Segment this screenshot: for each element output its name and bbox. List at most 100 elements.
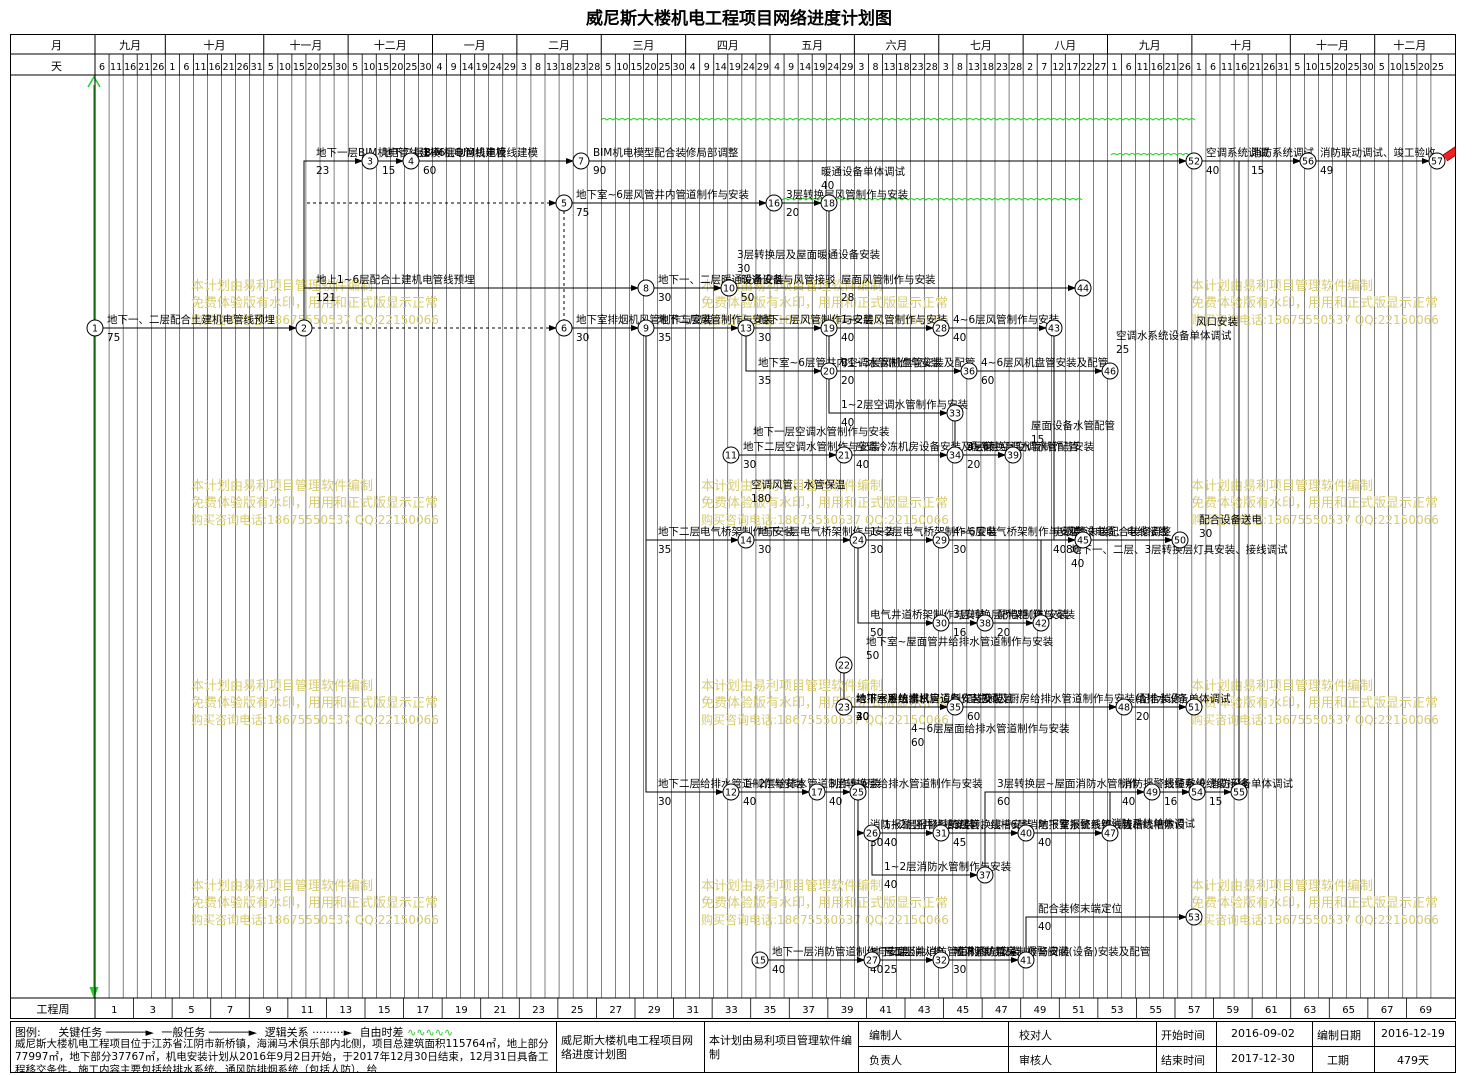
task-duration: 40 [1071, 558, 1084, 570]
task-label: 电缆、电线接线 [1095, 525, 1169, 538]
day-label: 3 [521, 62, 527, 73]
event-node [863, 951, 881, 969]
day-label: 16 [124, 62, 136, 73]
event-node-label: 28 [935, 324, 947, 335]
watermark-line1: 本计划由易利项目管理软件编制 [701, 479, 883, 494]
week-label: 15 [378, 1005, 391, 1016]
event-node [835, 698, 853, 716]
task-arrow [857, 548, 934, 626]
day-label: 10 [616, 62, 628, 73]
month-label: 八月 [1054, 39, 1076, 52]
task-label: BIM机电模型配合装修局部调整 [593, 146, 739, 159]
compile-date-value-cell: 2016-12-19 [1375, 1022, 1455, 1047]
task-duration: 15 [1031, 434, 1044, 446]
day-label: 14 [799, 62, 811, 73]
event-node-label: 27 [866, 956, 878, 967]
week-label: 31 [686, 1005, 699, 1016]
duration-value-cell: 479天 [1375, 1047, 1455, 1072]
watermark-line1: 本计划由易利项目管理软件编制 [1191, 679, 1373, 694]
task-duration: 40 [856, 459, 869, 471]
task-duration: 30 [658, 292, 671, 304]
task-label: 电气井道桥架制作与安装 [870, 608, 986, 621]
week-label: 27 [609, 1005, 622, 1016]
event-node [835, 656, 853, 674]
event-node [1185, 698, 1203, 716]
day-label: 13 [883, 62, 895, 73]
task-label: 4~6层风机盘管安装及配管 [981, 356, 1108, 369]
day-label: 9 [704, 62, 710, 73]
watermark-line1: 本计划由易利项目管理软件编制 [191, 679, 373, 694]
event-node-label: 40 [1020, 829, 1032, 840]
watermark-line3: 购买咨询电话:18675550537 QQ:22150066 [191, 512, 439, 527]
task-duration: 35 [658, 332, 671, 344]
month-label: 四月 [717, 39, 739, 52]
event-node-label: 12 [725, 788, 737, 799]
task-duration: 40 [884, 837, 897, 849]
week-label: 9 [265, 1005, 271, 1016]
task-duration: 30 [953, 544, 966, 556]
task-duration: 23 [316, 165, 329, 177]
task-label: 给排水设备单体调试 [1136, 692, 1231, 705]
task-duration: 30 [737, 263, 750, 275]
event-node-label: 42 [1035, 619, 1047, 630]
end-label: 结束时间 [1161, 1054, 1205, 1067]
task-label: 3层转换层风管制作与安装 [786, 188, 909, 201]
event-node-label: 18 [823, 199, 835, 210]
task-arrow [645, 336, 724, 795]
day-label: 18 [898, 62, 910, 73]
footer-panel: 图例: 关键任务 ──────► 一般任务 ──────► 逻辑关系 ·····… [10, 1021, 1456, 1073]
task-duration: 40 [884, 879, 897, 891]
task-label: 4~6层屋面给排水管道制作与安装 [911, 722, 1070, 735]
day-label: 20 [644, 62, 656, 73]
event-node [820, 362, 838, 380]
watermark-line3: 购买咨询电话:18675550537 QQ:22150066 [191, 312, 439, 327]
day-label: 15 [1319, 62, 1331, 73]
day-label: 26 [237, 62, 249, 73]
month-label: 五月 [801, 39, 823, 52]
task-label: B1~3层风机盘管安装及配管 [841, 356, 975, 369]
week-label: 37 [802, 1005, 815, 1016]
week-label: 69 [1419, 1005, 1432, 1016]
task-duration: 25 [884, 964, 897, 976]
task-arrow [857, 800, 865, 836]
compile-date-label-cell: 编制日期 [1313, 1022, 1375, 1047]
task-label: 消防系统调试 [1251, 146, 1314, 159]
event-node [849, 783, 867, 801]
task-duration: 90 [593, 165, 606, 177]
event-node [960, 362, 978, 380]
event-node [1074, 279, 1092, 297]
event-node [86, 319, 104, 337]
watermark-line2: 免费体验版有水印，用用和正式版显示正常 [1191, 695, 1438, 711]
day-label: 1 [169, 62, 175, 73]
day-label: 15 [630, 62, 642, 73]
task-label: 配合设备送电 [1199, 513, 1262, 526]
event-node [765, 194, 783, 212]
start-value: 2016-09-02 [1231, 1027, 1295, 1040]
event-node-label: 2 [301, 324, 307, 335]
task-duration: 40 [856, 711, 869, 723]
event-node [932, 531, 950, 549]
task-duration: 50 [866, 650, 879, 662]
week-label: 61 [1265, 1005, 1278, 1016]
event-node-label: 57 [1431, 157, 1443, 168]
watermark-line2: 免费体验版有水印，用用和正式版显示正常 [191, 295, 438, 311]
event-node-label: 26 [866, 829, 878, 840]
task-label: 消防报警竖井线槽安装 [870, 818, 975, 831]
day-label: 16 [208, 62, 220, 73]
event-node-label: 39 [1007, 451, 1019, 462]
project-name-cell: 威尼斯大楼机电工程项目网络进度计划图 [557, 1022, 705, 1072]
legend-general: 一般任务 [161, 1026, 206, 1039]
task-label: 风管末端配合装修调整 [1066, 525, 1171, 538]
task-duration: 50 [741, 292, 754, 304]
task-duration: 40 [1038, 837, 1051, 849]
event-node-label: 13 [740, 324, 752, 335]
task-label: 消防设备单体调试 [1209, 777, 1293, 790]
day-label: 19 [813, 62, 825, 73]
week-label: 39 [841, 1005, 854, 1016]
event-node [1230, 783, 1248, 801]
day-label: 24 [743, 62, 755, 73]
general-arrow-icon: ──────► [208, 1026, 258, 1039]
month-label: 一月 [464, 39, 486, 52]
watermark-line2: 免费体验版有水印，用用和正式版显示正常 [191, 495, 438, 511]
event-node-label: 32 [935, 956, 947, 967]
